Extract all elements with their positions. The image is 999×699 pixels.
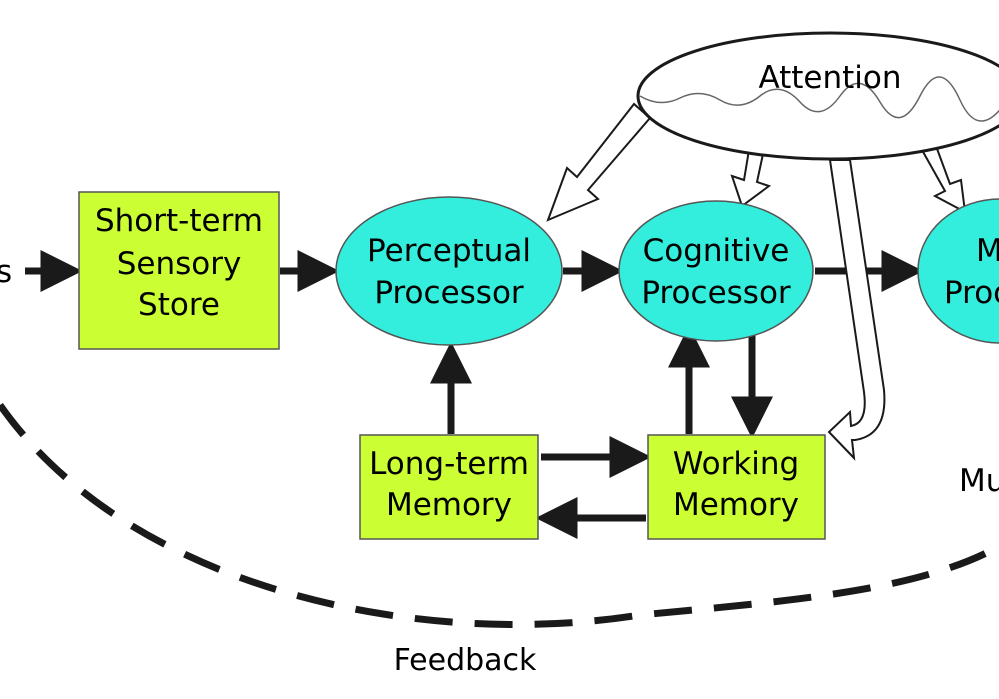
attention-to-motor-arrow bbox=[920, 144, 967, 214]
feedback-label: Feedback bbox=[394, 643, 537, 678]
cognitive-line2: Processor bbox=[641, 275, 791, 311]
working-memory-node: Working Memory bbox=[647, 434, 826, 540]
feedback-loop-dashed-arc bbox=[0, 402, 999, 628]
sensory-store-line3: Store bbox=[138, 287, 220, 323]
motor-line1: M bbox=[976, 233, 999, 269]
cognitive-line1: Cognitive bbox=[643, 233, 790, 269]
long-term-line2: Memory bbox=[386, 487, 512, 523]
perceptual-line2: Processor bbox=[374, 275, 524, 311]
attention-to-perceptual-arrow bbox=[546, 102, 652, 222]
motor-processor-node: M Proc bbox=[917, 198, 999, 344]
cognitive-processor-node: Cognitive Processor bbox=[618, 200, 814, 342]
long-term-memory-node: Long-term Memory bbox=[359, 434, 539, 540]
working-line1: Working bbox=[673, 446, 799, 482]
attention-node: Attention bbox=[636, 31, 999, 161]
attention-label: Attention bbox=[758, 60, 901, 96]
perceptual-processor-node: Perceptual Processor bbox=[335, 196, 563, 346]
perceptual-line1: Perceptual bbox=[367, 233, 531, 269]
working-line2: Memory bbox=[673, 487, 799, 523]
attention-wavy-line bbox=[639, 76, 999, 122]
sensory-store-line1: Short-term bbox=[95, 203, 263, 239]
sensory-store-line2: Sensory bbox=[117, 246, 242, 282]
attention-to-working-arrow bbox=[827, 159, 886, 461]
sensory-store-node: Short-term Sensory Store bbox=[78, 191, 280, 350]
attention-to-cognitive-arrow bbox=[730, 148, 772, 208]
long-term-line1: Long-term bbox=[369, 446, 529, 482]
input-partial-label: s bbox=[0, 254, 12, 290]
muscles-partial-label: Mu bbox=[959, 463, 999, 499]
motor-line2: Proc bbox=[944, 275, 999, 311]
